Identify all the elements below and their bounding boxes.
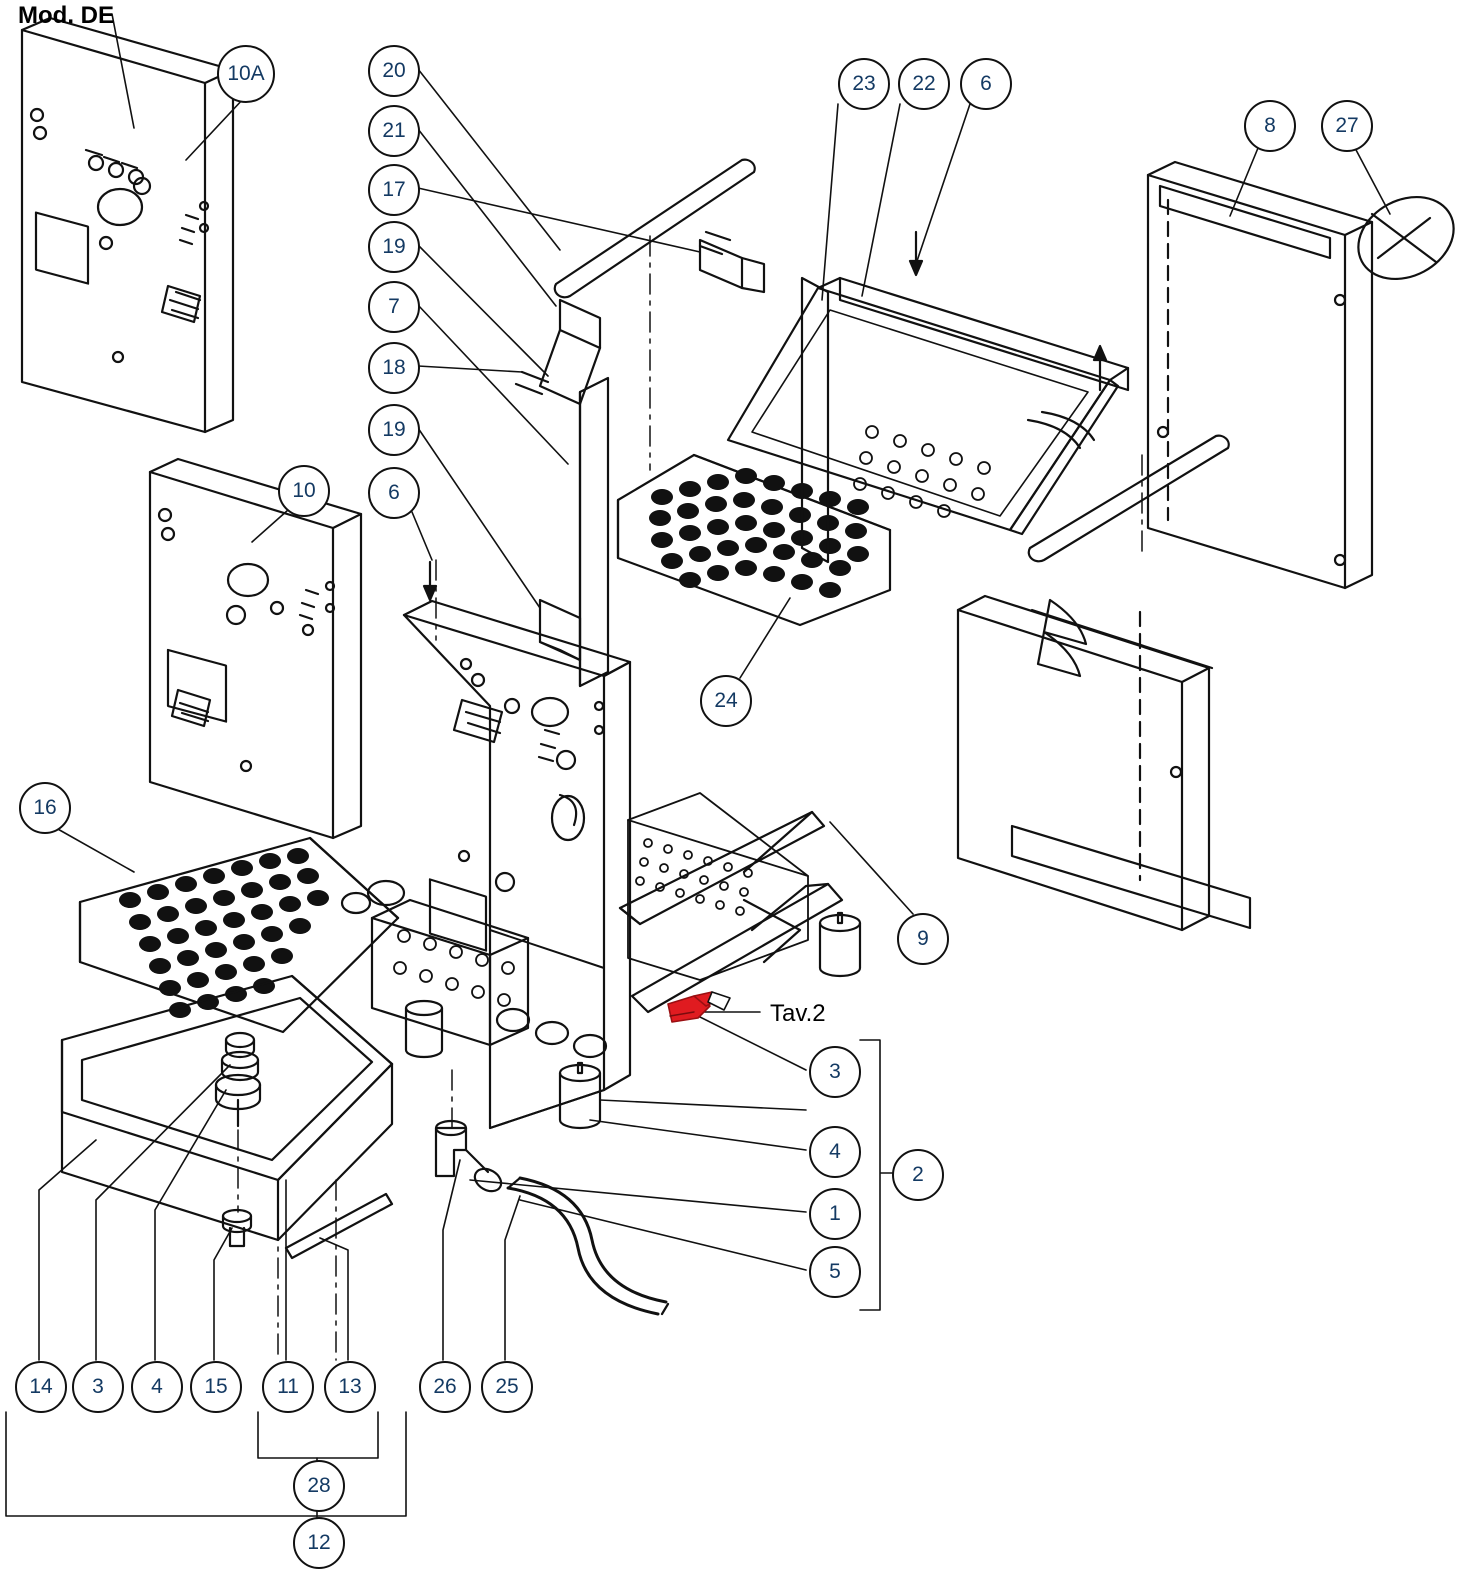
balloon-10[interactable]: 10 <box>278 465 330 517</box>
part-post-right <box>800 276 830 564</box>
part-base-rail <box>370 898 530 1047</box>
balloon-25[interactable]: 25 <box>481 1361 533 1413</box>
part-rod-20 <box>553 158 756 299</box>
part-top-tray <box>726 276 1130 536</box>
balloon-6-left[interactable]: 6 <box>368 467 420 519</box>
balloon-24[interactable]: 24 <box>700 675 752 727</box>
balloon-11[interactable]: 11 <box>262 1361 314 1413</box>
part-bracket-bottom-left <box>538 598 582 662</box>
part-highlight-tav2 <box>667 991 731 1023</box>
balloon-3-bottom[interactable]: 3 <box>72 1361 124 1413</box>
balloon-8[interactable]: 8 <box>1244 100 1296 152</box>
balloon-14[interactable]: 14 <box>15 1361 67 1413</box>
part-rod-lower <box>1027 434 1230 563</box>
assembly-arrows <box>422 230 1108 602</box>
balloon-20[interactable]: 20 <box>368 45 420 97</box>
balloon-19-second[interactable]: 19 <box>368 404 420 456</box>
balloon-13[interactable]: 13 <box>324 1361 376 1413</box>
part-rail-9 <box>618 810 826 926</box>
balloon-21[interactable]: 21 <box>368 105 420 157</box>
balloon-3-top[interactable]: 3 <box>809 1046 861 1098</box>
part-cylinder-center <box>558 1061 602 1130</box>
part-right-panel-8 <box>1146 160 1374 590</box>
balloon-9[interactable]: 9 <box>897 913 949 965</box>
balloon-5[interactable]: 5 <box>809 1246 861 1298</box>
part-elbow-26 <box>434 1119 503 1193</box>
balloon-15[interactable]: 15 <box>190 1361 242 1413</box>
balloon-7[interactable]: 7 <box>368 281 420 333</box>
part-cylinder-right <box>818 911 862 978</box>
part-pin-13 <box>284 1192 394 1260</box>
part-chassis-front <box>340 599 632 1130</box>
balloon-1[interactable]: 1 <box>809 1188 861 1240</box>
part-right-panel-lower <box>956 594 1252 932</box>
part-hose-25 <box>506 1176 670 1316</box>
part-rail-9b <box>630 882 844 1014</box>
balloon-17[interactable]: 17 <box>368 164 420 216</box>
balloon-12[interactable]: 12 <box>293 1517 345 1569</box>
balloon-2[interactable]: 2 <box>892 1149 944 1201</box>
balloon-28[interactable]: 28 <box>293 1460 345 1512</box>
balloon-16[interactable]: 16 <box>19 782 71 834</box>
balloon-18[interactable]: 18 <box>368 342 420 394</box>
balloon-27[interactable]: 27 <box>1321 100 1373 152</box>
balloon-22[interactable]: 22 <box>898 58 950 110</box>
balloon-23[interactable]: 23 <box>838 58 890 110</box>
part-perforated-shelf <box>627 792 809 981</box>
part-bracket-17 <box>698 230 766 294</box>
part-side-panel-de <box>20 16 235 434</box>
part-post-left <box>578 376 610 688</box>
part-fitting-11 <box>214 1031 262 1128</box>
balloon-6-top-right[interactable]: 6 <box>960 58 1012 110</box>
part-side-panel-10 <box>148 457 363 840</box>
part-cylinder-left <box>404 999 444 1059</box>
part-27-cap <box>1357 195 1455 281</box>
balloon-4-top[interactable]: 4 <box>809 1126 861 1178</box>
part-bracket-21 <box>514 298 602 406</box>
part-grate-16 <box>78 836 400 1034</box>
balloon-19-top[interactable]: 19 <box>368 221 420 273</box>
part-drip-tray <box>60 974 394 1242</box>
label-mod-de: Mod. DE <box>18 2 114 29</box>
label-tav2: Tav.2 <box>770 1000 826 1027</box>
balloon-10A[interactable]: 10A <box>217 45 275 103</box>
balloon-26[interactable]: 26 <box>419 1361 471 1413</box>
part-fitting-15 <box>221 1208 253 1248</box>
part-grate-24 <box>616 453 892 627</box>
balloon-4-bottom[interactable]: 4 <box>131 1361 183 1413</box>
